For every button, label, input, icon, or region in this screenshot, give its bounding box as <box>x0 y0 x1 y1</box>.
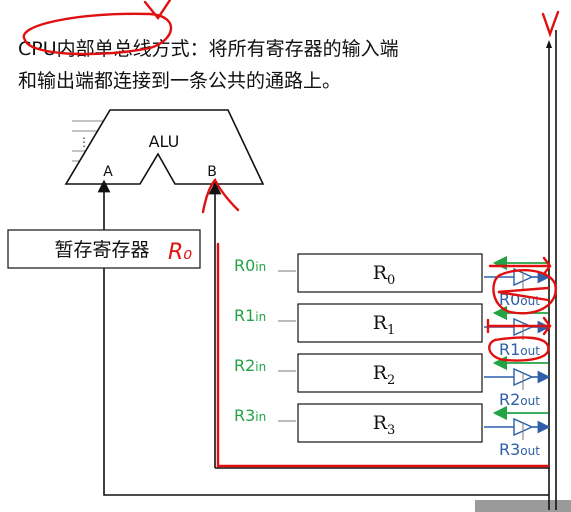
alu-port-b: B <box>207 164 217 180</box>
alu-tick-dots: ⋮ <box>78 135 90 149</box>
register-box <box>297 303 483 343</box>
register-in-signal: R1in <box>234 306 266 325</box>
bottom-shadow <box>475 500 571 512</box>
register-in-signal: R3in <box>234 406 266 425</box>
register-out-signal: R2out <box>499 390 540 409</box>
register-out-signal: R1out <box>499 340 540 359</box>
alu-port-a: A <box>103 164 113 180</box>
register-box <box>297 403 483 443</box>
alu-shape <box>64 109 265 185</box>
temp-register-label: 暂存寄存器 <box>54 239 149 261</box>
heading: CPU内部单总线方式：将所有寄存器的输入端 和输出端都连接到一条公共的通路上。 <box>18 33 538 97</box>
register-in-signal: R2in <box>234 356 266 375</box>
red-annotations <box>22 0 560 468</box>
register-out-signal: R3out <box>499 440 540 459</box>
register-in-signal: R0in <box>234 256 266 275</box>
bus-up-arrowhead <box>546 40 552 48</box>
register-box <box>297 353 483 393</box>
register-box <box>297 253 483 293</box>
temp-register-annotation: R₀ <box>168 240 192 265</box>
alu-label: ALU <box>149 132 180 151</box>
heading-line-1: CPU内部单总线方式：将所有寄存器的输入端 <box>18 38 399 60</box>
heading-line-2: 和输出端都连接到一条公共的通路上。 <box>18 70 342 92</box>
temp-register-box <box>7 229 201 269</box>
